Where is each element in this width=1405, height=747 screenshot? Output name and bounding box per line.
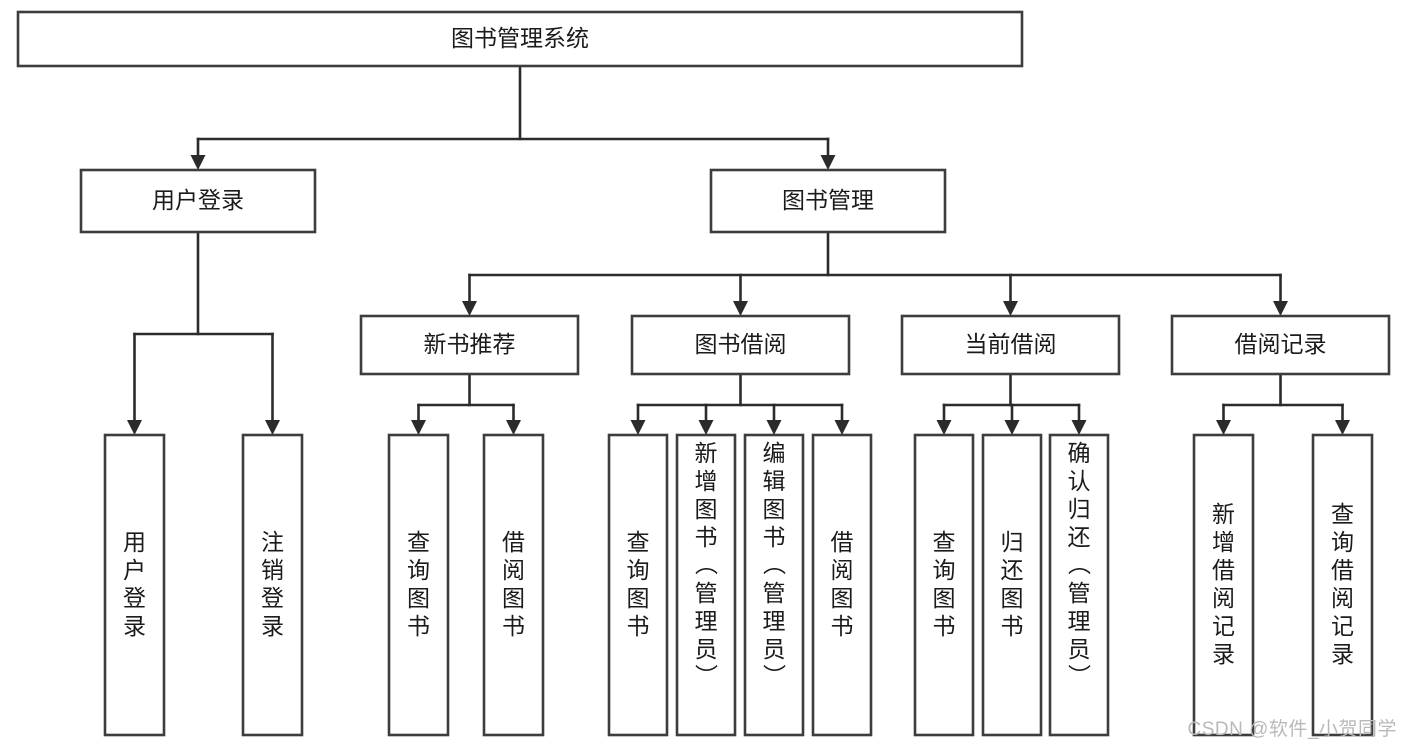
node-box-borrow-record: [1170, 314, 1391, 376]
node-label-leaf-query-record: 查询借阅记录: [1331, 501, 1354, 667]
arrow-head-icon: [1071, 420, 1087, 435]
arrow-head-icon: [506, 420, 521, 435]
edge-edge-userlogin-bus: [127, 230, 280, 435]
arrow-head-icon: [766, 420, 782, 435]
edge-edge-record-bus: [1216, 372, 1350, 435]
node-box-new-book-recommend: [359, 314, 580, 376]
node-label-leaf-return-book: 归还图书: [1001, 529, 1024, 639]
node-box-current-borrow: [900, 314, 1121, 376]
node-book-borrow[interactable]: 图书借阅: [630, 314, 851, 376]
node-box-leaf-confirm-return: [1048, 433, 1110, 737]
node-leaf-borrow-book-1[interactable]: 借阅图书: [482, 433, 545, 737]
node-box-leaf-add-book: [675, 433, 737, 737]
node-label-borrow-record: 借阅记录: [1235, 331, 1327, 357]
node-box-leaf-query-book-3: [913, 433, 975, 737]
csdn-watermark: CSDN @软件_小贺同学: [1187, 719, 1397, 740]
node-box-leaf-query-record: [1311, 433, 1374, 737]
node-box-leaf-query-book-2: [607, 433, 669, 737]
arrow-head-icon: [265, 420, 280, 435]
node-box-leaf-edit-book: [743, 433, 805, 737]
node-box-leaf-add-record: [1192, 433, 1255, 737]
node-leaf-query-book-3[interactable]: 查询图书: [913, 433, 975, 737]
arrow-head-icon: [1004, 420, 1020, 435]
arrow-head-icon: [630, 420, 646, 435]
node-label-leaf-edit-book: 编辑图书（管理员）: [763, 440, 787, 690]
node-book-manage[interactable]: 图书管理: [709, 168, 947, 234]
node-label-book-manage: 图书管理: [782, 187, 874, 213]
node-leaf-add-record[interactable]: 新增借阅记录: [1192, 433, 1255, 737]
arrow-head-icon: [190, 155, 206, 170]
node-leaf-borrow-book-2[interactable]: 借阅图书: [811, 433, 873, 737]
node-label-leaf-borrow-book-1: 借阅图书: [502, 529, 525, 639]
node-box-root: [16, 10, 1024, 68]
node-root[interactable]: 图书管理系统: [16, 10, 1024, 68]
arrow-head-icon: [698, 420, 714, 435]
node-label-leaf-add-book: 新增图书（管理员）: [695, 440, 719, 690]
node-leaf-return-book[interactable]: 归还图书: [981, 433, 1043, 737]
node-box-leaf-query-book-1: [387, 433, 450, 737]
edge-edge-borrow-bus: [630, 372, 850, 435]
node-label-book-borrow: 图书借阅: [695, 331, 787, 357]
node-leaf-query-book-2[interactable]: 查询图书: [607, 433, 669, 737]
node-leaf-query-record[interactable]: 查询借阅记录: [1311, 433, 1374, 737]
edge-edge-bookmanage-bus: [462, 230, 1288, 316]
node-label-leaf-user-login: 用户登录: [123, 529, 146, 639]
node-current-borrow[interactable]: 当前借阅: [900, 314, 1121, 376]
arrow-head-icon: [733, 301, 748, 316]
node-label-leaf-query-book-2: 查询图书: [627, 529, 650, 639]
edges-layer: [127, 64, 1350, 435]
edge-edge-current-bus: [936, 372, 1087, 435]
arrow-head-icon: [411, 420, 426, 435]
node-label-leaf-logout: 注销登录: [261, 529, 284, 639]
node-label-root: 图书管理系统: [451, 25, 589, 51]
node-leaf-user-login[interactable]: 用户登录: [103, 433, 166, 737]
arrow-head-icon: [834, 420, 850, 435]
node-new-book-recommend[interactable]: 新书推荐: [359, 314, 580, 376]
arrow-head-icon: [820, 155, 836, 170]
arrow-head-icon: [936, 420, 952, 435]
node-leaf-query-book-1[interactable]: 查询图书: [387, 433, 450, 737]
nodes-layer: 图书管理系统用户登录图书管理新书推荐图书借阅当前借阅借阅记录用户登录注销登录查询…: [16, 10, 1391, 737]
arrow-head-icon: [1003, 301, 1018, 316]
edge-edge-root-bus: [190, 64, 836, 170]
node-leaf-add-book[interactable]: 新增图书（管理员）: [675, 433, 737, 737]
node-label-user-login: 用户登录: [152, 187, 244, 213]
node-label-current-borrow: 当前借阅: [965, 331, 1057, 357]
node-leaf-logout[interactable]: 注销登录: [241, 433, 304, 737]
node-box-leaf-user-login: [103, 433, 166, 737]
node-leaf-edit-book[interactable]: 编辑图书（管理员）: [743, 433, 805, 737]
node-label-leaf-borrow-book-2: 借阅图书: [831, 529, 854, 639]
node-box-leaf-logout: [241, 433, 304, 737]
node-box-book-borrow: [630, 314, 851, 376]
node-user-login[interactable]: 用户登录: [79, 168, 317, 234]
node-leaf-confirm-return[interactable]: 确认归还（管理员）: [1048, 433, 1110, 737]
arrow-head-icon: [1273, 301, 1288, 316]
node-box-user-login: [79, 168, 317, 234]
node-label-leaf-confirm-return: 确认归还（管理员）: [1068, 440, 1092, 690]
edge-edge-recommend-bus: [411, 372, 521, 435]
node-box-leaf-borrow-book-1: [482, 433, 545, 737]
node-label-leaf-query-book-3: 查询图书: [933, 529, 956, 639]
node-box-leaf-borrow-book-2: [811, 433, 873, 737]
node-borrow-record[interactable]: 借阅记录: [1170, 314, 1391, 376]
node-label-leaf-query-book-1: 查询图书: [407, 529, 430, 639]
node-label-new-book-recommend: 新书推荐: [424, 331, 516, 357]
node-box-leaf-return-book: [981, 433, 1043, 737]
arrow-head-icon: [1335, 420, 1350, 435]
arrow-head-icon: [462, 301, 477, 316]
node-label-leaf-add-record: 新增借阅记录: [1212, 501, 1235, 667]
arrow-head-icon: [127, 420, 142, 435]
arrow-head-icon: [1216, 420, 1231, 435]
node-box-book-manage: [709, 168, 947, 234]
